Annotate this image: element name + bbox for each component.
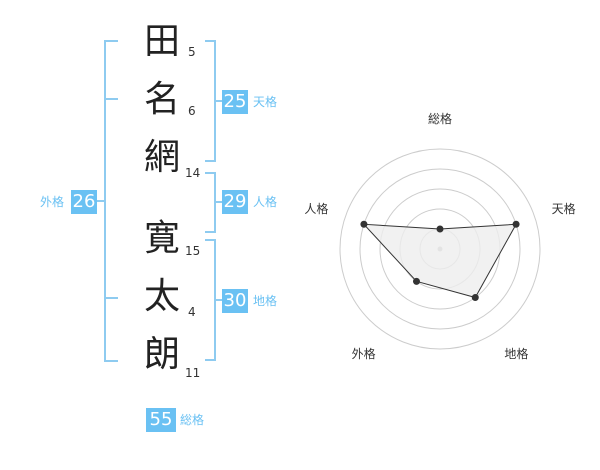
jin-value-badge: 29	[222, 190, 248, 214]
radar-ring	[359, 168, 521, 330]
name-char-3: 網	[143, 137, 180, 178]
jin-label: 人格	[253, 195, 278, 209]
sou-value-badge: 55	[146, 408, 176, 432]
stroke-count-6: 11	[185, 366, 201, 380]
radar-axis-label-5: 人格	[304, 201, 328, 216]
name-char-4: 寛	[143, 218, 180, 259]
stroke-count-5: 4	[188, 305, 196, 319]
name-char-5: 太	[143, 276, 180, 317]
radar-point-2	[512, 220, 520, 228]
gai-bracket-tick-upper	[104, 98, 118, 100]
name-char-1: 田	[143, 21, 180, 62]
name-char-2: 名	[143, 79, 180, 120]
radar-polygon	[362, 223, 517, 299]
stroke-count-3: 14	[185, 166, 201, 180]
radar-point-4	[412, 277, 420, 285]
chi-value-badge: 30	[222, 289, 248, 313]
chi-label: 地格	[253, 294, 278, 308]
gai-label: 外格	[40, 195, 65, 209]
radar-point-3	[471, 294, 479, 302]
stroke-count-4: 15	[185, 244, 201, 258]
radar-axis-label-3: 地格	[504, 346, 528, 361]
chi-bracket-connector	[214, 299, 222, 301]
name-char-6: 朗	[143, 334, 180, 375]
jin-bracket-connector	[214, 201, 222, 203]
stroke-count-1: 5	[188, 45, 196, 59]
radar-axis-label-4: 外格	[352, 346, 376, 361]
ten-bracket-connector	[214, 100, 222, 102]
stroke-count-2: 6	[188, 104, 196, 118]
gai-bracket-connector	[97, 200, 105, 202]
gai-bracket	[104, 40, 118, 362]
ten-label: 天格	[253, 95, 278, 109]
radar-point-1	[436, 225, 444, 233]
gai-value-badge: 26	[71, 190, 97, 214]
radar-ring	[339, 148, 541, 350]
gai-bracket-tick-lower	[104, 297, 118, 299]
radar-axis-label-1: 総格	[428, 111, 452, 126]
sou-label: 総格	[180, 413, 205, 427]
radar-point-5	[360, 220, 368, 228]
ten-value-badge: 25	[222, 90, 248, 114]
radar-axis-label-2: 天格	[552, 201, 576, 216]
